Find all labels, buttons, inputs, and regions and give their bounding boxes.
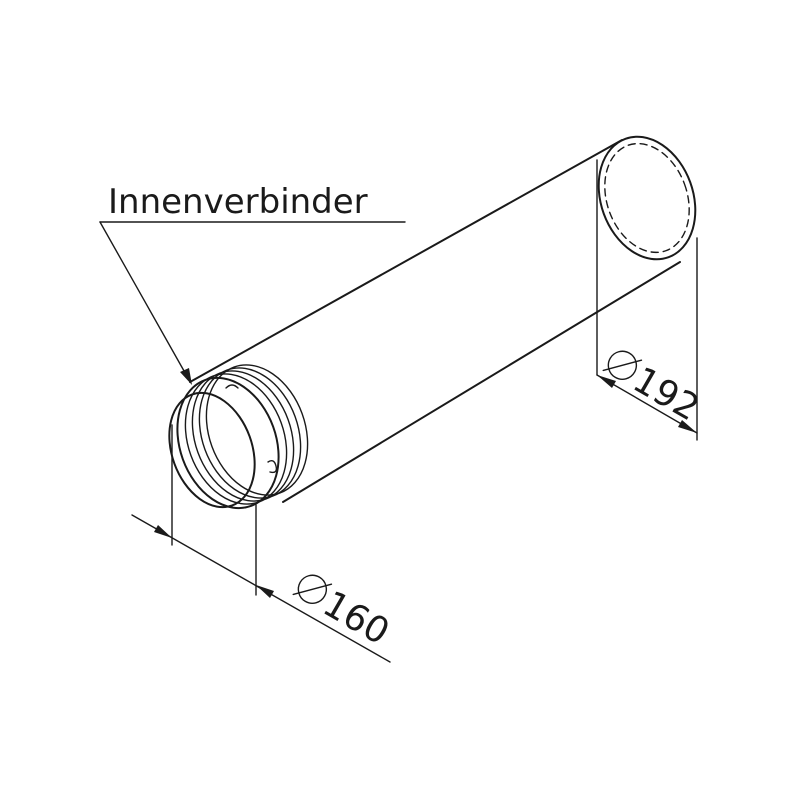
connector-rings bbox=[168, 364, 309, 510]
dim160-arrow-right bbox=[256, 585, 274, 598]
pipe-bottom-edge bbox=[282, 261, 681, 503]
dim160-arrow-left bbox=[154, 525, 172, 538]
dim160-label-group: 160 bbox=[292, 574, 396, 653]
leader-arrowhead bbox=[180, 368, 192, 385]
connector-clip-lower bbox=[267, 459, 278, 474]
outer-diameter-value: 192 bbox=[626, 360, 706, 430]
connector-ring-1 bbox=[176, 376, 280, 510]
connector-label: Innenverbinder bbox=[108, 182, 368, 222]
dim192-arrow-right bbox=[678, 420, 697, 433]
connector-inner-opening bbox=[168, 391, 256, 509]
diameter-symbol-160 bbox=[297, 574, 328, 604]
far-end-outer-ellipse bbox=[597, 135, 697, 261]
connector-ring-5 bbox=[205, 364, 309, 496]
leader-line bbox=[99, 221, 189, 379]
connector-clip-upper bbox=[225, 384, 239, 389]
pipe-far-end bbox=[597, 135, 697, 261]
connector-leader bbox=[99, 221, 406, 385]
dim192-label-group: 192 bbox=[602, 350, 706, 430]
pipe-top-edge bbox=[189, 139, 623, 383]
far-end-inner-dashed-ellipse bbox=[604, 142, 690, 254]
outer-diameter-dimension: 192 bbox=[596, 159, 706, 441]
inner-diameter-dimension: 160 bbox=[131, 424, 396, 663]
dim192-arrow-left bbox=[597, 375, 616, 388]
diameter-symbol-192 bbox=[607, 350, 638, 380]
pipe-body bbox=[189, 139, 681, 503]
connector-ring-3 bbox=[191, 370, 295, 502]
